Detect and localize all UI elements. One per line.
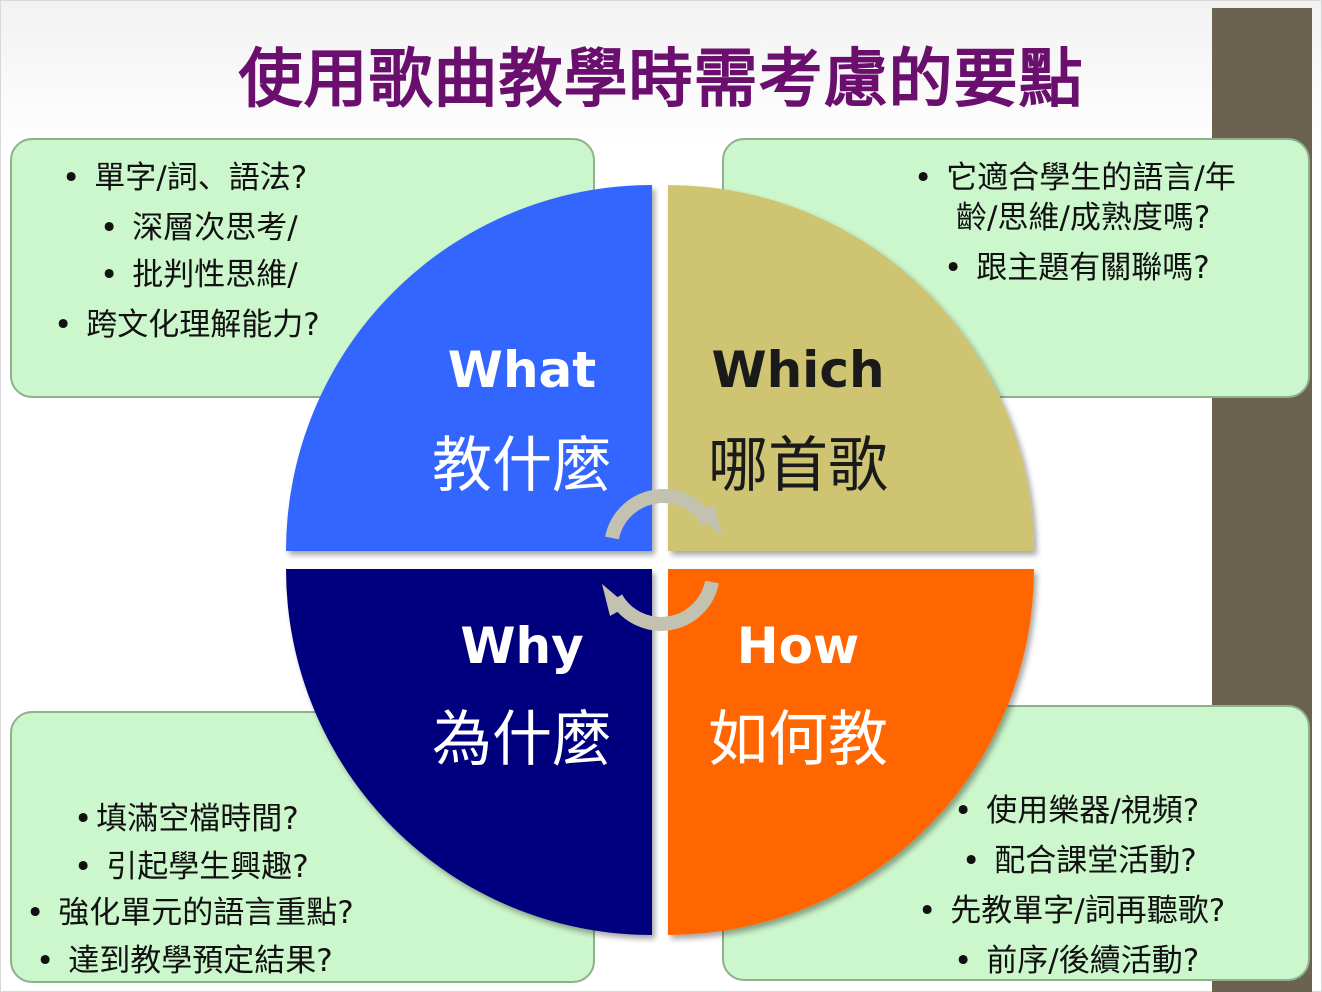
quadrant-how	[668, 569, 1034, 935]
why-note-item: •達到教學預定結果?	[36, 943, 333, 979]
how-note-item: •前序/後續活動?	[954, 943, 1200, 979]
what-note-item: •單字/詞、語法?	[62, 160, 308, 196]
why-note-item: •填滿空檔時間?	[74, 801, 299, 837]
which-note-item: •跟主題有關聯嗎?	[944, 250, 1210, 286]
what-note-item: •深層次思考/	[100, 210, 298, 246]
which-label-group: Which 哪首歌	[688, 340, 908, 502]
what-note-item: •跨文化理解能力?	[54, 307, 320, 343]
what-label-en: What	[447, 341, 597, 399]
quadrant-which	[668, 185, 1034, 551]
how-label-zh: 如何教	[708, 705, 888, 775]
which-note-item: 齡/思維/成熟度嗎?	[956, 200, 1211, 236]
how-note-item: •配合課堂活動?	[962, 843, 1197, 879]
cycle-arrow-bottom-icon	[602, 580, 719, 631]
what-note-item: •批判性思維/	[100, 257, 298, 293]
why-note-item: •引起學生興趣?	[74, 849, 309, 885]
how-label-group: How 如何教	[688, 616, 908, 776]
why-label-en: Why	[460, 617, 584, 675]
why-label-zh: 為什麼	[432, 705, 612, 775]
why-note-item: •強化單元的語言重點?	[26, 895, 354, 931]
cycle-arrow-top-icon	[605, 489, 722, 540]
how-note-item: •使用樂器/視頻?	[954, 793, 1200, 829]
quadrant-why	[286, 569, 652, 935]
how-label-en: How	[736, 617, 860, 675]
what-label-group: What 教什麼	[412, 340, 632, 502]
how-note-item: •先教單字/詞再聽歌?	[918, 893, 1226, 929]
which-label-zh: 哪首歌	[708, 431, 888, 501]
why-label-group: Why 為什麼	[412, 616, 632, 776]
quadrant-what	[286, 185, 652, 551]
what-label-zh: 教什麼	[432, 431, 612, 501]
which-note-item: •它適合學生的語言/年	[914, 160, 1236, 196]
page-title: 使用歌曲教學時需考慮的要點	[238, 43, 1084, 117]
which-label-en: Which	[711, 341, 885, 399]
